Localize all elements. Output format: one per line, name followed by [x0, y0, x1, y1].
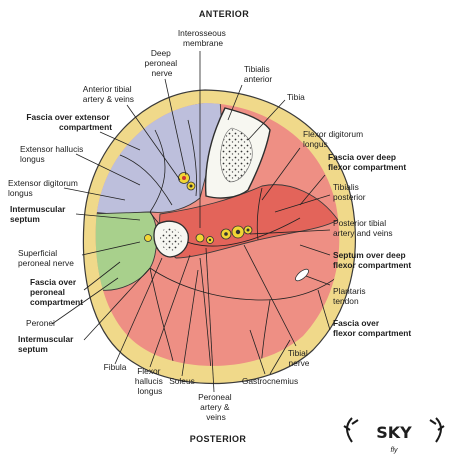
- label-fascia-over-peroneal: Fascia over peroneal compartment: [30, 277, 83, 307]
- sky-fly-watermark: SKY fly: [343, 417, 445, 454]
- label-extensor-digitorum-longus: Extensor digitorum longus: [8, 178, 80, 198]
- label-fascia-over-extensor: Fascia over extensor compartment: [26, 112, 112, 132]
- label-flexor-digitorum-longus: Flexor digitorum longus: [303, 129, 365, 149]
- label-tibial-nerve: Tibial nerve: [288, 348, 310, 368]
- posterior-heading: POSTERIOR: [190, 434, 247, 444]
- label-interosseous-membrane: Interosseous membrane: [178, 28, 228, 48]
- label-peroneal-artery-veins: Peroneal artery & veins: [198, 392, 234, 422]
- label-fascia-over-deep-flexor: Fascia over deep flexor compartment: [328, 152, 406, 172]
- leader-lines: [51, 51, 331, 393]
- label-soleus: Soleus: [169, 376, 195, 386]
- label-tibia: Tibia: [287, 92, 305, 102]
- superficial-peroneal-nerve-dot: [144, 234, 152, 242]
- label-posterior-tibial-artery-veins: Posterior tibial artery and veins: [333, 218, 393, 238]
- label-superficial-peroneal-nerve: Superficial peroneal nerve: [18, 248, 74, 268]
- label-tibialis-anterior: Tibialis anterior: [244, 64, 273, 84]
- right-antler-icon: [429, 417, 445, 443]
- watermark-subtext: fly: [391, 447, 399, 454]
- watermark-text: SKY: [376, 423, 412, 442]
- label-tibialis-posterior: Tibialis posterior: [333, 182, 366, 202]
- label-plantaris-tendon: Plantaris tendon: [333, 286, 368, 306]
- fibula-marrow: [160, 228, 182, 251]
- label-intermuscular-septum-top: Intermuscular septum: [10, 204, 68, 224]
- labels: Interosseous membrane Deep peroneal nerv…: [8, 28, 411, 422]
- label-anterior-tibial-artery-veins: Anterior tibial artery & veins: [83, 84, 134, 104]
- left-antler-icon: [343, 417, 359, 443]
- label-gastrocnemius: Gastrocnemius: [242, 376, 298, 386]
- posterior-tibial-neurovascular-bundle: [220, 225, 253, 240]
- label-fibula: Fibula: [104, 362, 127, 372]
- label-fascia-over-flexor: Fascia over flexor compartment: [333, 318, 411, 338]
- label-extensor-hallucis-longus: Extensor hallucis longus: [20, 144, 86, 164]
- label-intermuscular-septum-bottom: Intermuscular septum: [18, 334, 76, 354]
- tibia-marrow: [220, 127, 253, 183]
- label-deep-peroneal-nerve: Deep peroneal nerve: [145, 48, 180, 78]
- label-septum-over-deep-flexor: Septum over deep flexor compartment: [333, 250, 411, 270]
- peroneal-vessels: [195, 233, 214, 244]
- label-peronei: Peronei: [26, 318, 55, 328]
- anterior-heading: ANTERIOR: [199, 9, 249, 19]
- plantaris-tendon-shape: [295, 268, 309, 282]
- label-flexor-hallucis-longus: Flexor hallucis longus: [135, 366, 165, 396]
